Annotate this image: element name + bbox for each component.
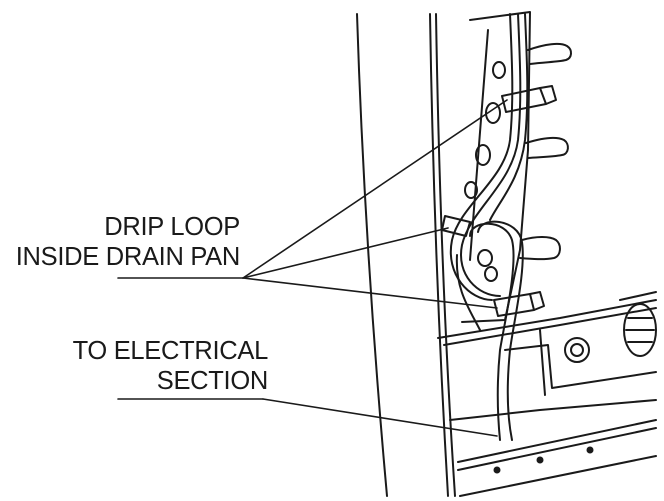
cable-tie	[441, 215, 471, 237]
cable-tie	[501, 87, 547, 113]
right-panel	[619, 291, 657, 357]
cabinet-panel-edge-a	[429, 13, 449, 497]
drain-pan-inner-edge	[443, 307, 657, 346]
cable-tie	[539, 85, 557, 105]
tube-stub	[527, 42, 572, 65]
right-panel-opening	[623, 303, 657, 357]
rail-hole	[586, 446, 594, 454]
pan-bolt-head	[564, 337, 590, 363]
wire-bundle	[449, 13, 529, 441]
bottom-rail-lower	[457, 427, 657, 471]
cabinet-panel-edge-b	[435, 13, 456, 497]
tube-stubs	[519, 42, 572, 261]
drain-pan-front	[504, 344, 657, 389]
drip-loop	[469, 222, 515, 441]
rail-holes	[493, 446, 594, 474]
drip-loop-leader	[242, 277, 498, 309]
pan-bolt-inner	[570, 343, 584, 357]
bottom-rail-top	[457, 419, 657, 463]
header-hole	[492, 61, 506, 79]
cabinet-side-panel	[356, 13, 388, 497]
coil-header-outline	[461, 11, 531, 323]
tube-stub	[519, 236, 561, 261]
grommet-holes	[477, 249, 498, 282]
tube-stub	[525, 136, 569, 159]
cable-ties	[441, 85, 557, 317]
grommet-hole	[477, 249, 493, 267]
header-holes	[464, 61, 506, 199]
drip-loop	[477, 220, 524, 441]
header-hole	[464, 181, 478, 199]
drip-loop-label-line1: DRIP LOOP	[104, 213, 240, 241]
drip-loop-label-line2: INSIDE DRAIN PAN	[15, 243, 241, 271]
electrical-label-line1: TO ELECTRICAL	[72, 337, 269, 365]
cable-tie	[493, 293, 535, 317]
bottom-rail-edge	[459, 455, 657, 497]
rail-hole	[536, 456, 544, 464]
drain-pan-top-edge	[437, 299, 657, 339]
drip-loop-leader	[242, 227, 449, 279]
right-panel-edge	[619, 291, 657, 301]
drain-pan-bottom	[449, 399, 657, 421]
electrical-label-line2: SECTION	[156, 367, 269, 395]
grommet-hole	[484, 266, 498, 282]
leader-lines	[117, 99, 508, 437]
drip-loop	[455, 254, 481, 331]
rail-hole	[493, 466, 501, 474]
pan-bolt	[564, 337, 590, 363]
header-hole	[475, 144, 491, 166]
wire	[489, 13, 529, 221]
drip-loop-leader	[242, 99, 508, 279]
electrical-callout: TO ELECTRICAL SECTION	[0, 336, 269, 396]
wire	[460, 13, 522, 297]
cable-tie	[529, 291, 545, 311]
electrical-leader	[262, 398, 498, 437]
header-hole	[485, 102, 501, 124]
drain-pan-lip	[539, 329, 546, 396]
drip-loop-callout: DRIP LOOP INSIDE DRAIN PAN	[0, 212, 241, 272]
